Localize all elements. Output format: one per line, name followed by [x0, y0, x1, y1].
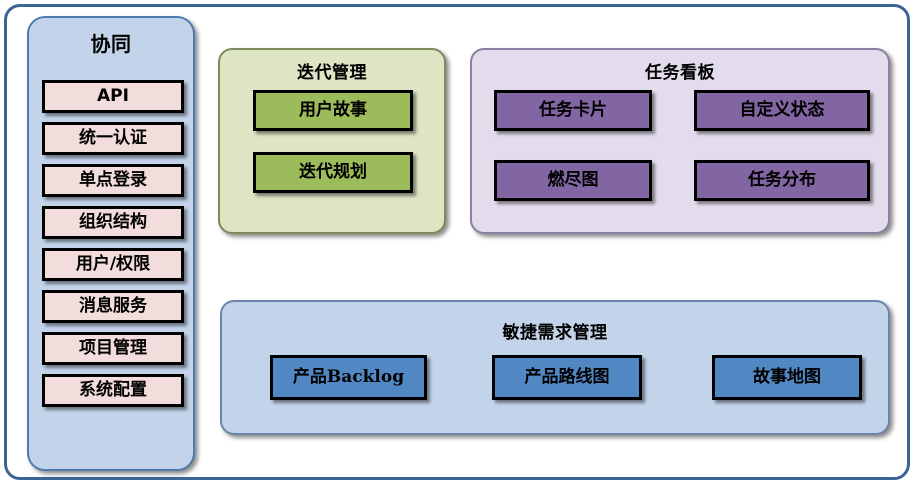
taskboard-item-burndown-chart[interactable]: 燃尽图 [494, 160, 652, 201]
agile-item-product-roadmap[interactable]: 产品路线图 [492, 355, 642, 400]
taskboard-item-task-card[interactable]: 任务卡片 [494, 90, 652, 131]
panel-iteration-management[interactable]: 迭代管理 用户故事 迭代规划 [218, 48, 446, 234]
sidebar-item-message-service[interactable]: 消息服务 [42, 290, 184, 323]
taskboard-item-task-distribution[interactable]: 任务分布 [694, 160, 870, 201]
iteration-item-iteration-planning[interactable]: 迭代规划 [253, 152, 413, 193]
panel-agile-requirement-management[interactable]: 敏捷需求管理 产品Backlog 产品路线图 故事地图 [220, 300, 890, 435]
iteration-item-user-story[interactable]: 用户故事 [253, 90, 413, 131]
sidebar-item-project-management[interactable]: 项目管理 [42, 332, 184, 365]
taskboard-item-custom-status[interactable]: 自定义状态 [694, 90, 870, 131]
panel-collaboration[interactable]: 协同 API 统一认证 单点登录 组织结构 用户/权限 消息服务 项目管理 系统… [27, 16, 195, 471]
panel-iteration-management-title: 迭代管理 [297, 63, 367, 83]
sidebar-item-user-permission[interactable]: 用户/权限 [42, 248, 184, 281]
sidebar-item-org-structure[interactable]: 组织结构 [42, 206, 184, 239]
panel-task-board-title: 任务看板 [645, 63, 715, 83]
sidebar-item-single-sign-on[interactable]: 单点登录 [42, 164, 184, 197]
agile-item-product-backlog[interactable]: 产品Backlog [270, 355, 427, 400]
panel-agile-requirement-management-title: 敏捷需求管理 [502, 323, 608, 343]
diagram-outer-frame [4, 4, 910, 480]
sidebar-item-unified-auth[interactable]: 统一认证 [42, 122, 184, 155]
collaboration-item-list: API 统一认证 单点登录 组织结构 用户/权限 消息服务 项目管理 系统配置 [42, 80, 184, 416]
sidebar-item-system-config[interactable]: 系统配置 [42, 374, 184, 407]
sidebar-item-api[interactable]: API [42, 80, 184, 113]
agile-item-story-map[interactable]: 故事地图 [712, 355, 862, 400]
panel-collaboration-title: 协同 [90, 32, 132, 56]
panel-task-board[interactable]: 任务看板 任务卡片 自定义状态 燃尽图 任务分布 [470, 48, 890, 234]
